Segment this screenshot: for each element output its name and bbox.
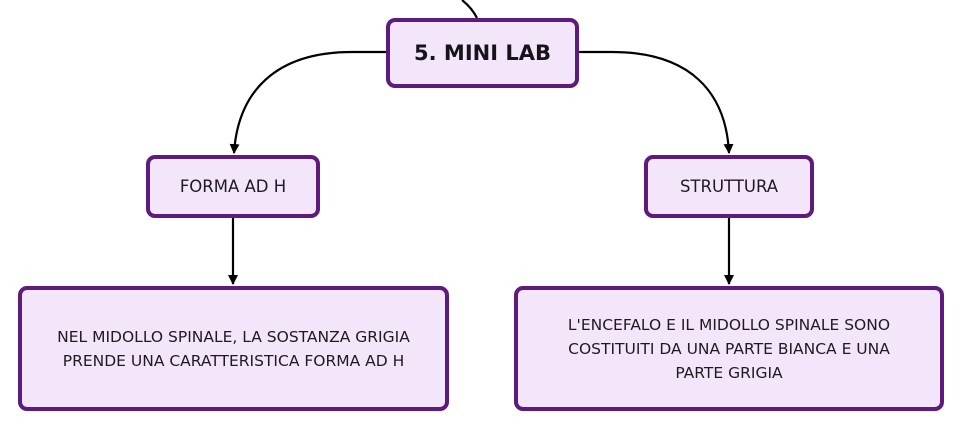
branch-node-label: FORMA AD H: [179, 177, 287, 196]
root-node[interactable]: 5. MINI LAB: [386, 18, 579, 88]
branch-node-struttura[interactable]: STRUTTURA: [644, 155, 814, 218]
leaf-node-text: L'ENCEFALO E IL MIDOLLO SPINALE SONO COS…: [567, 315, 891, 382]
leaf-node-forma-ad-h[interactable]: NEL MIDOLLO SPINALE, LA SOSTANZA GRIGIA …: [18, 286, 449, 411]
root-node-label: 5. MINI LAB: [414, 41, 551, 65]
branch-node-label: STRUTTURA: [679, 177, 779, 196]
incoming-connector: [461, 0, 478, 19]
connector-root-to-struttura: [579, 50, 734, 154]
branch-node-forma-ad-h[interactable]: FORMA AD H: [146, 155, 320, 218]
connector-root-to-forma: [229, 50, 386, 154]
leaf-node-struttura[interactable]: L'ENCEFALO E IL MIDOLLO SPINALE SONO COS…: [514, 286, 944, 411]
leaf-node-text: NEL MIDOLLO SPINALE, LA SOSTANZA GRIGIA …: [57, 327, 410, 370]
